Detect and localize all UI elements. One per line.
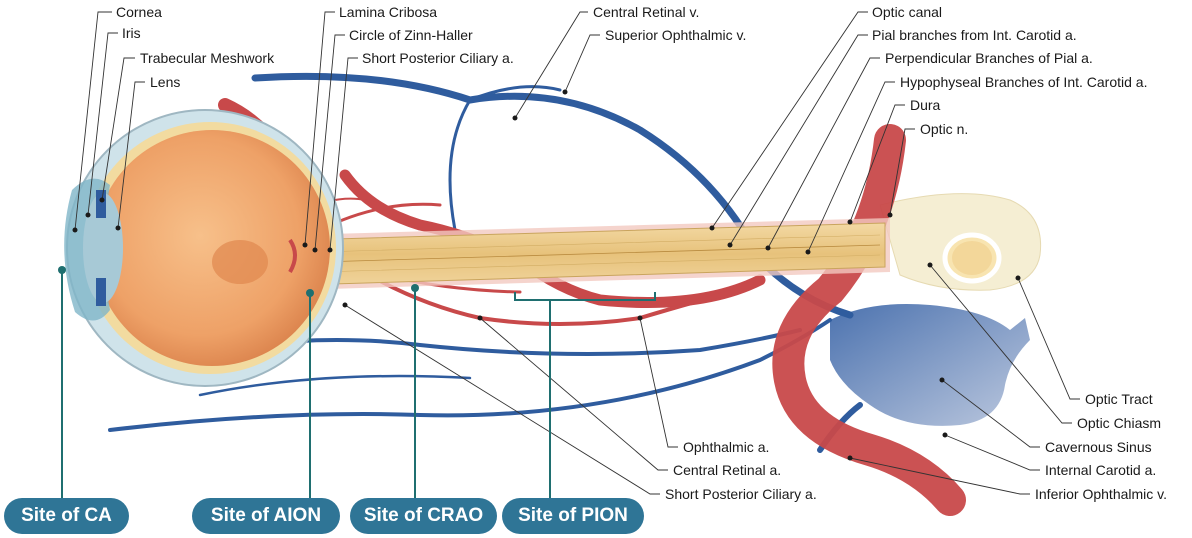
label-trabecular-meshwork: Trabecular Meshwork bbox=[140, 50, 275, 66]
label-central-retinal-artery: Central Retinal a. bbox=[673, 462, 781, 478]
label-hypophyseal-branches: Hypophyseal Branches of Int. Carotid a. bbox=[900, 74, 1147, 90]
label-optic-chiasm: Optic Chiasm bbox=[1077, 415, 1161, 431]
label-optic-canal: Optic canal bbox=[872, 4, 942, 20]
site-of-pion-badge: Site of PION bbox=[502, 498, 644, 534]
leader-lines-top bbox=[72, 11, 915, 255]
label-cornea: Cornea bbox=[116, 4, 162, 20]
label-perpendicular-branches: Perpendicular Branches of Pial a. bbox=[885, 50, 1093, 66]
label-dura: Dura bbox=[910, 97, 941, 113]
cavernous-sinus-shape bbox=[830, 304, 1030, 426]
site-of-crao-badge: Site of CRAO bbox=[350, 498, 497, 534]
label-iris: Iris bbox=[122, 25, 141, 41]
label-optic-nerve: Optic n. bbox=[920, 121, 968, 137]
site-of-aion-badge: Site of AION bbox=[192, 498, 340, 534]
leader-lines-bottom bbox=[342, 262, 1080, 495]
optic-nerve-shape bbox=[295, 218, 890, 290]
label-lens: Lens bbox=[150, 74, 180, 90]
label-internal-carotid-artery: Internal Carotid a. bbox=[1045, 462, 1156, 478]
labels-bottom: Ophthalmic a. Central Retinal a. Short P… bbox=[665, 391, 1167, 502]
site-connectors bbox=[58, 266, 656, 498]
label-inferior-ophthalmic-vein: Inferior Ophthalmic v. bbox=[1035, 486, 1167, 502]
label-short-posterior-ciliary-top: Short Posterior Ciliary a. bbox=[362, 50, 514, 66]
label-cavernous-sinus: Cavernous Sinus bbox=[1045, 439, 1152, 455]
labels-top: Cornea Iris Trabecular Meshwork Lens Lam… bbox=[116, 4, 1147, 137]
site-of-ca-badge: Site of CA bbox=[4, 498, 129, 534]
eyeball-shape bbox=[64, 109, 344, 387]
label-lamina-cribosa: Lamina Cribosa bbox=[339, 4, 437, 20]
label-central-retinal-vein: Central Retinal v. bbox=[593, 4, 699, 20]
label-ophthalmic-artery: Ophthalmic a. bbox=[683, 439, 769, 455]
label-short-posterior-ciliary-bottom: Short Posterior Ciliary a. bbox=[665, 486, 817, 502]
label-superior-ophthalmic-vein: Superior Ophthalmic v. bbox=[605, 27, 746, 43]
label-optic-tract: Optic Tract bbox=[1085, 391, 1153, 407]
optic-chiasm-shape bbox=[879, 193, 1042, 291]
label-pial-branches: Pial branches from Int. Carotid a. bbox=[872, 27, 1077, 43]
label-circle-of-zinn-haller: Circle of Zinn-Haller bbox=[349, 27, 473, 43]
